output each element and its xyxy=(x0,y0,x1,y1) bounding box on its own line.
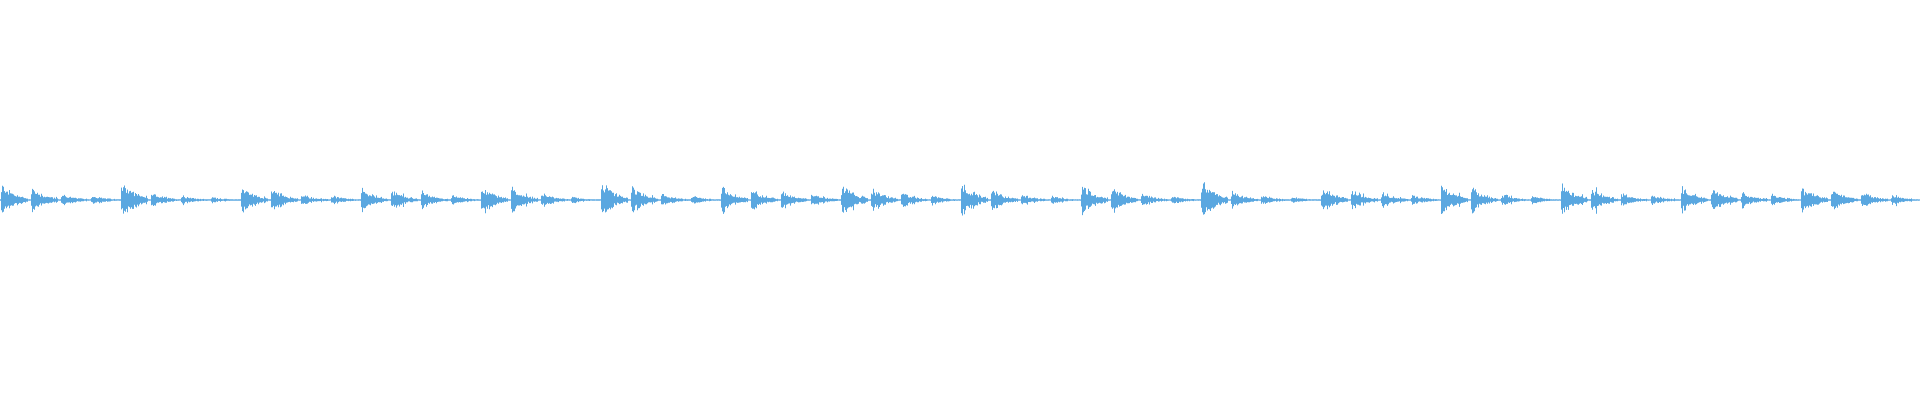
waveform-lines xyxy=(0,182,1920,216)
waveform-path xyxy=(0,182,1920,216)
